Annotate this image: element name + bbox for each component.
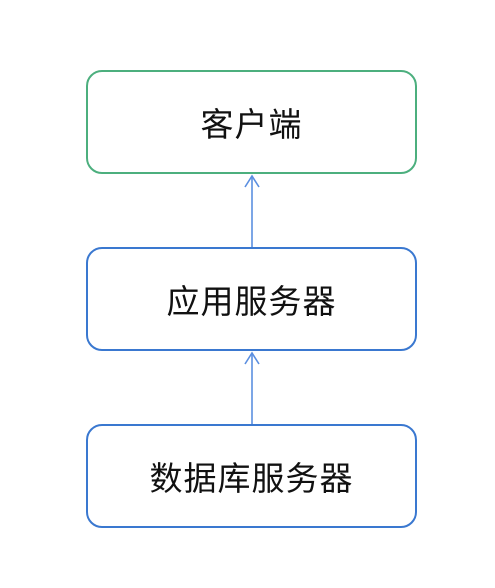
db-server-label: 数据库服务器 (149, 459, 354, 498)
arrow-app-to-client (244, 174, 260, 247)
client-node: 客户端 (86, 70, 417, 174)
app-server-label: 应用服务器 (166, 282, 337, 321)
arrow-db-to-app (244, 351, 260, 424)
db-server-node: 数据库服务器 (86, 424, 417, 528)
client-label: 客户端 (200, 105, 303, 144)
app-server-node: 应用服务器 (86, 247, 417, 351)
